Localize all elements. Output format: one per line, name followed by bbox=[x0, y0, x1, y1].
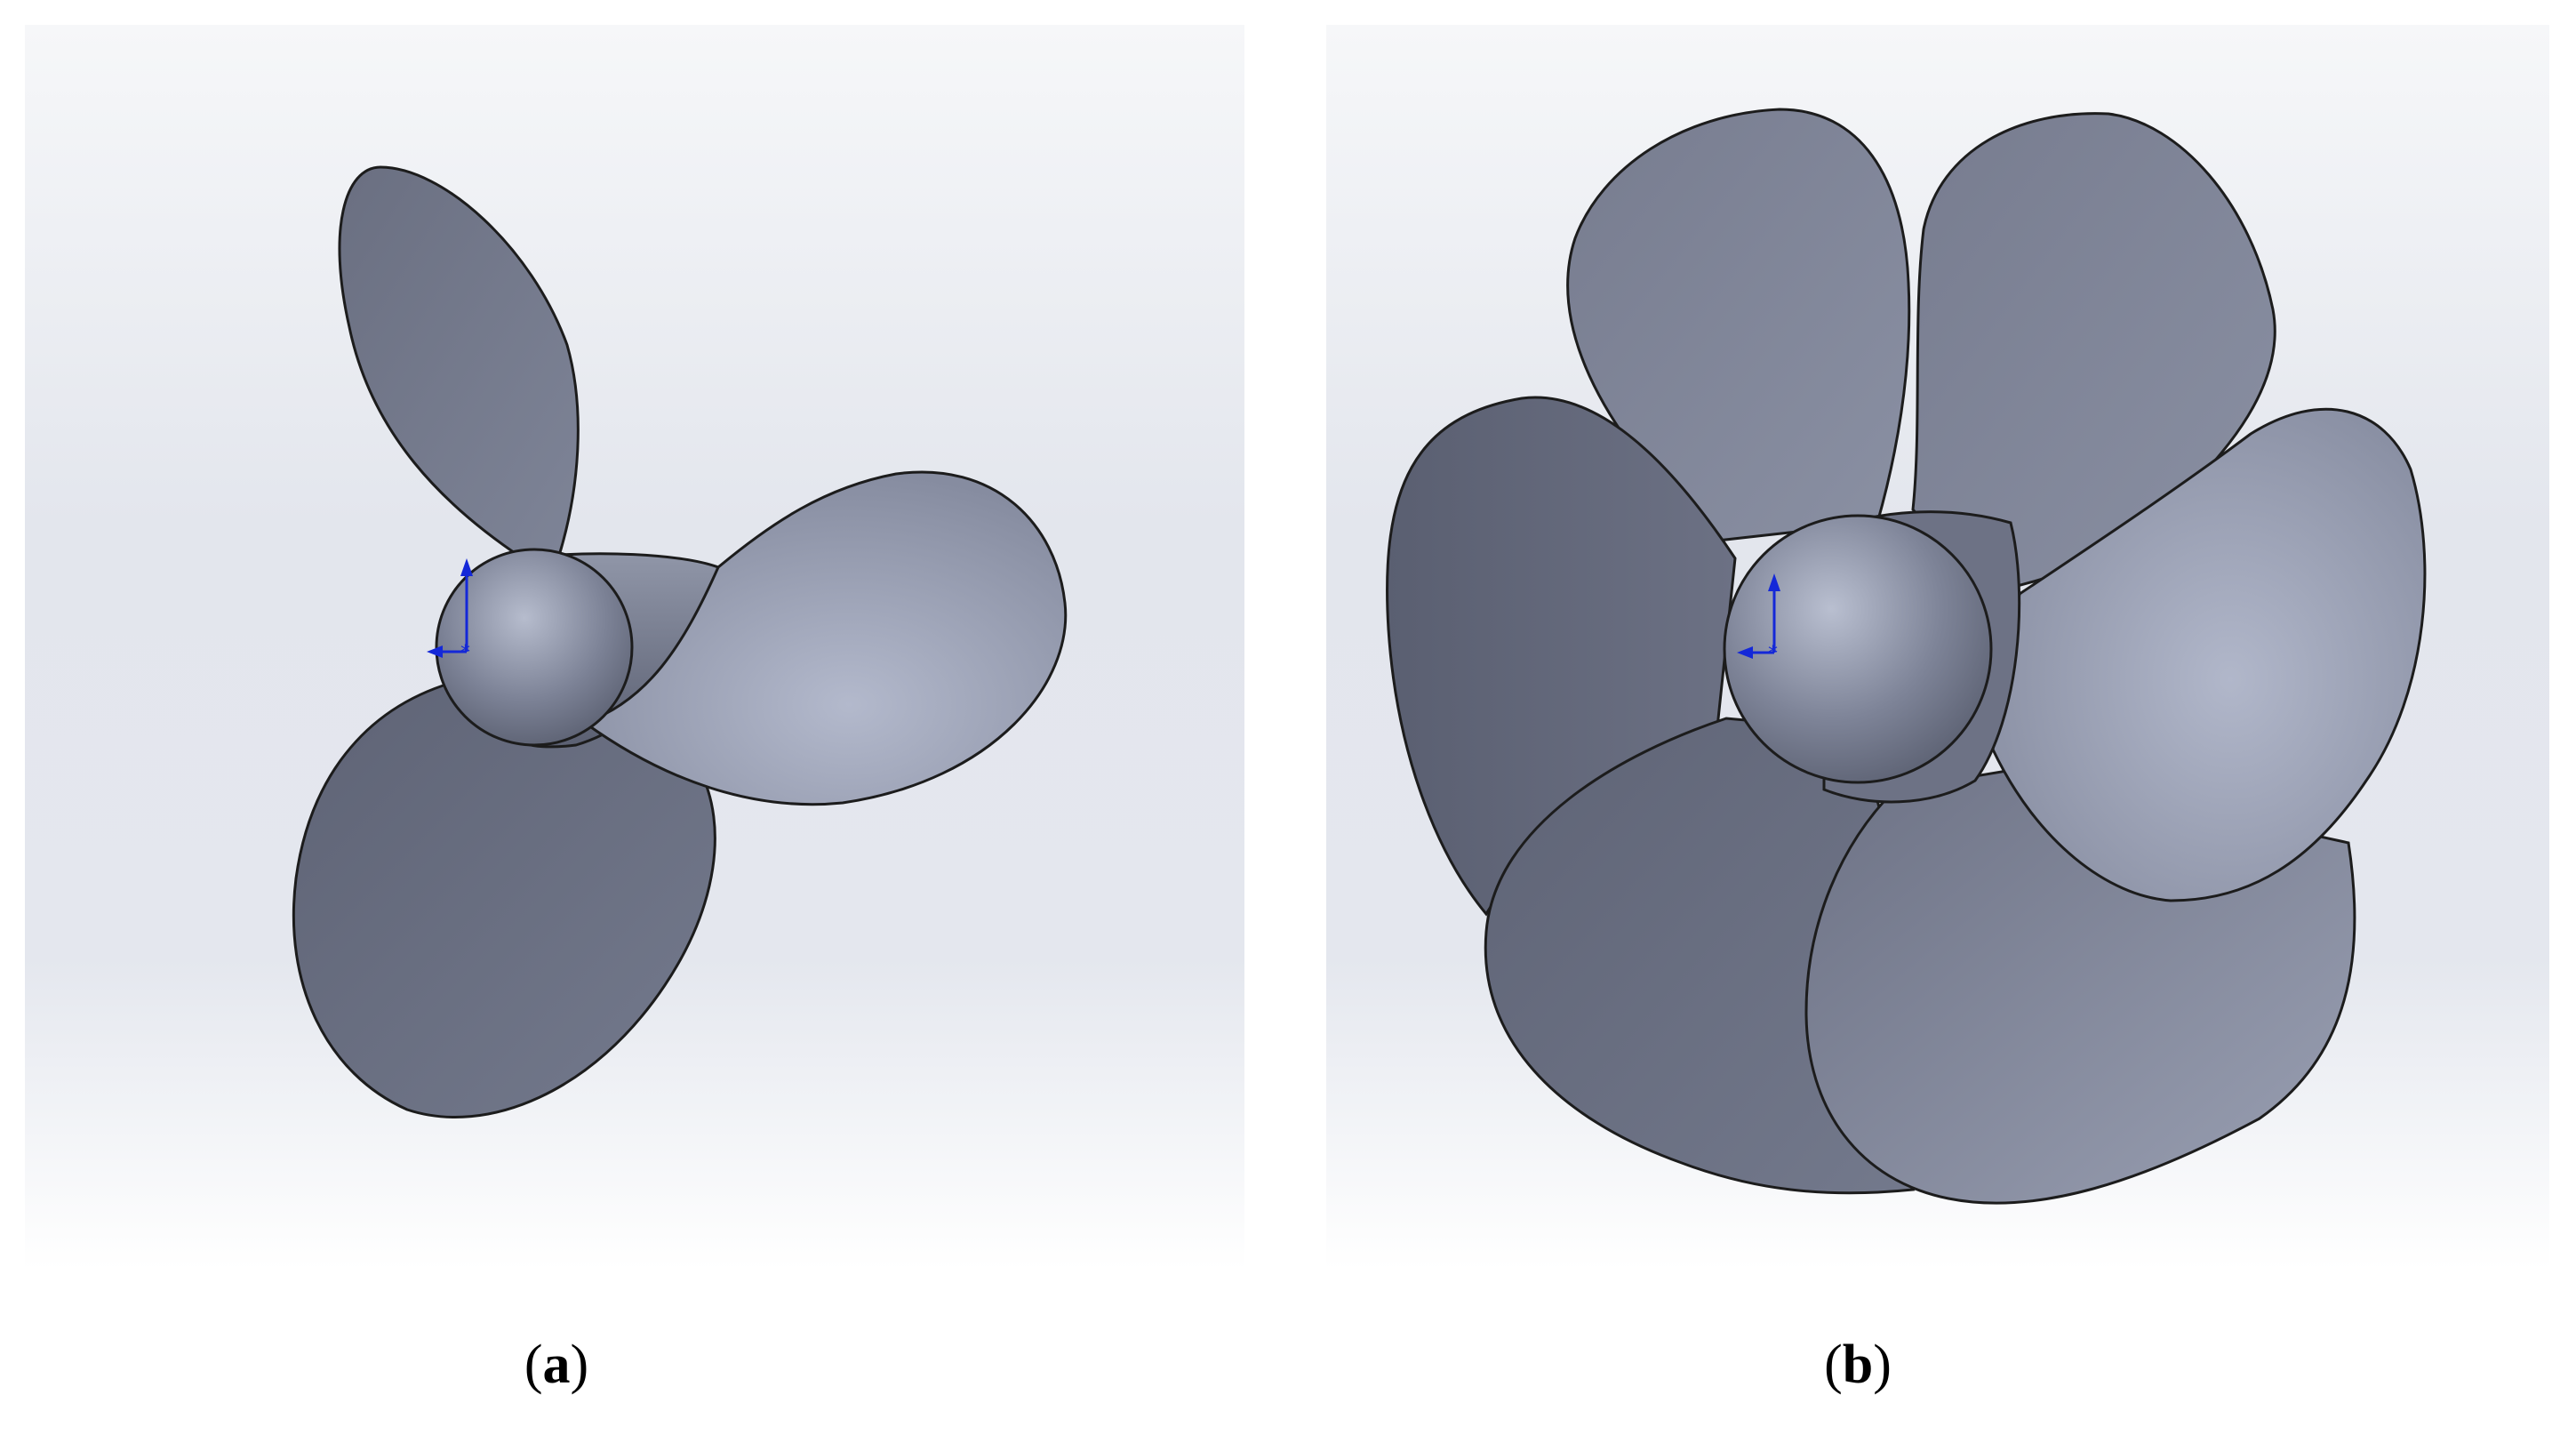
blade-top bbox=[338, 165, 580, 560]
caption-b-close: ) bbox=[1873, 1335, 1892, 1395]
panel-a: * bbox=[25, 25, 1244, 1270]
caption-a-open: ( bbox=[524, 1335, 543, 1395]
caption-b: (b) bbox=[1769, 1334, 1947, 1397]
panel-b: * bbox=[1326, 25, 2549, 1270]
caption-a-close: ) bbox=[570, 1335, 589, 1395]
svg-text:*: * bbox=[1768, 643, 1778, 665]
hub-nose-cap bbox=[435, 548, 634, 747]
caption-a-letter: a bbox=[542, 1335, 571, 1395]
caption-b-letter: b bbox=[1842, 1335, 1874, 1395]
caption-b-open: ( bbox=[1824, 1335, 1843, 1395]
caption-a: (a) bbox=[468, 1334, 645, 1397]
hub-nose-cap bbox=[1723, 514, 1993, 784]
propeller-5-blade-drawing: * bbox=[1326, 25, 2549, 1270]
propeller-3-blade-drawing: * bbox=[25, 25, 1244, 1270]
blade-right bbox=[1991, 407, 2427, 902]
coordinate-triad-icon: * bbox=[1737, 573, 1780, 665]
svg-text:*: * bbox=[460, 642, 470, 664]
blade-upper-left bbox=[1566, 108, 1911, 542]
coordinate-triad-icon: * bbox=[427, 558, 473, 664]
